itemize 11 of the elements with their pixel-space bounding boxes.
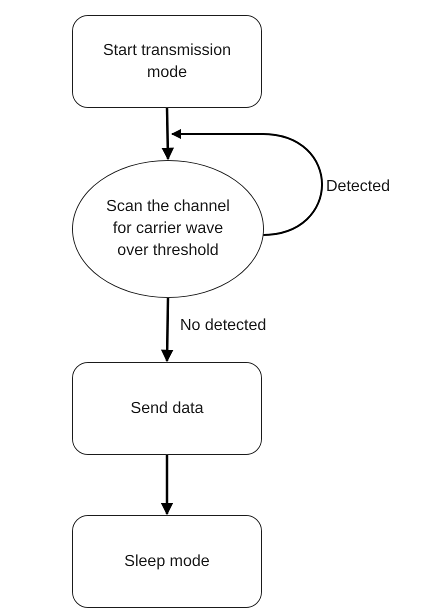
- arrow: [160, 455, 174, 516]
- arrow: [160, 298, 174, 362]
- node-label: Send data: [130, 398, 204, 418]
- node-label: Start transmission mode: [102, 40, 232, 82]
- process-box: [72, 362, 262, 455]
- node-label: Sleep mode: [124, 552, 210, 572]
- arrow: [162, 108, 174, 160]
- node-label: Scan the channel for carrier wave over threshold: [105, 197, 231, 261]
- arrow: [171, 129, 323, 236]
- process-box: [72, 515, 262, 608]
- process-box: [72, 15, 262, 108]
